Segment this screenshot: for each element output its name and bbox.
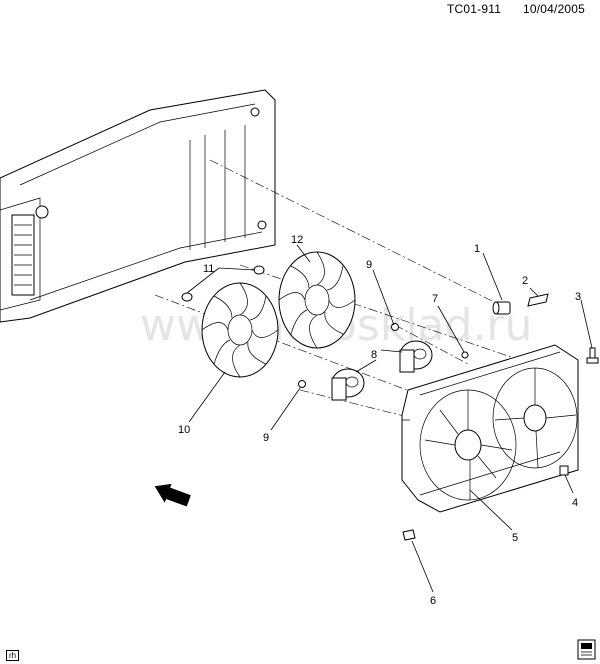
callout-labels: 1 2 3 4 5 6 7 8 9 9 10 11 12 — [178, 234, 581, 607]
alignment-lines — [154, 159, 521, 421]
bolt-3 — [586, 347, 599, 364]
fan-blade-assembly-12 — [278, 251, 356, 349]
callout-3: 3 — [575, 291, 581, 303]
frt-label: FRT — [166, 502, 182, 513]
callout-4: 4 — [572, 497, 578, 509]
fan-shroud-5 — [401, 344, 579, 513]
book-emblem-icon — [577, 639, 596, 660]
fan-blade-assembly-10 — [201, 282, 279, 378]
diagram-id: TC01-911 — [447, 2, 502, 16]
front-direction-arrow: FRT — [154, 483, 191, 513]
callout-6: 6 — [430, 595, 436, 607]
insulator-1 — [492, 301, 511, 315]
label-2 — [527, 293, 549, 307]
corner-tag: rh — [6, 650, 20, 661]
callout-7: 7 — [432, 293, 438, 305]
fasteners — [298, 323, 469, 388]
callout-12: 12 — [291, 234, 303, 246]
leader-lines — [186, 244, 593, 593]
callout-9-lower: 9 — [263, 432, 269, 444]
callout-2: 2 — [522, 275, 528, 287]
callout-5: 5 — [512, 532, 518, 544]
fan-motor-8 — [331, 340, 433, 401]
callout-10: 10 — [178, 424, 190, 436]
bracket-6 — [402, 529, 416, 541]
radiator-support-frame — [0, 89, 276, 323]
callout-11: 11 — [203, 263, 214, 275]
diagram-date: 10/04/2005 — [523, 2, 586, 16]
clip-4 — [559, 465, 569, 476]
callout-9-upper: 9 — [366, 259, 372, 271]
callout-8: 8 — [371, 349, 377, 361]
callout-1: 1 — [474, 243, 480, 255]
